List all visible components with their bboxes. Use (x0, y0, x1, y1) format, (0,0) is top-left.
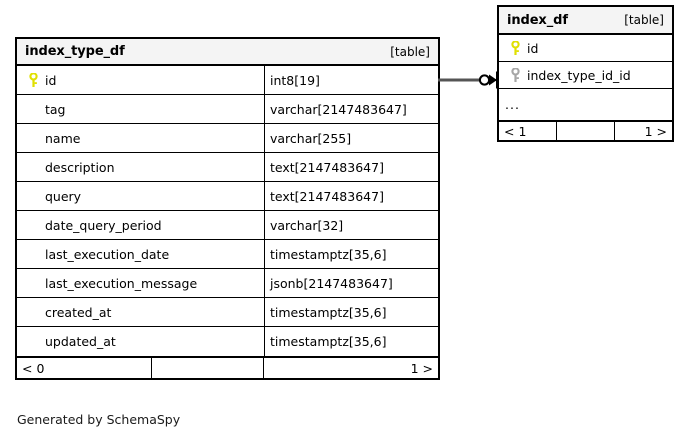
column-name-cell: id (17, 66, 264, 94)
table-row[interactable]: created_at timestamptz[35,6] (17, 298, 438, 328)
column-name: id (45, 72, 57, 88)
column-name-cell: description (17, 153, 264, 181)
column-name: date_query_period (45, 217, 162, 233)
entity-footer: < 0 1 > (17, 356, 438, 378)
footer-spacer (152, 358, 264, 378)
table-row[interactable]: last_execution_date timestamptz[35,6] (17, 240, 438, 270)
column-type-cell: varchar[255] (264, 124, 438, 153)
column-name-cell: name (17, 124, 264, 152)
column-name: name (45, 130, 81, 146)
next-degree-button[interactable]: 1 > (410, 360, 433, 376)
entity-index-type-df[interactable]: index_type_df [table] id int8[19] (15, 37, 440, 380)
column-name: last_execution_date (45, 246, 170, 262)
column-name-cell: id (499, 35, 672, 61)
column-name-cell: last_execution_message (17, 269, 264, 297)
generated-by-label: Generated by SchemaSpy (17, 412, 181, 427)
key-icon (505, 40, 525, 56)
entity-header[interactable]: index_type_df [table] (17, 39, 438, 67)
crowsfoot-connector-icon (438, 71, 498, 89)
column-name: last_execution_message (45, 275, 198, 291)
column-name-cell: query (17, 182, 264, 210)
entity-header[interactable]: index_df [table] (499, 7, 672, 35)
table-row[interactable]: date_query_period varchar[32] (17, 211, 438, 241)
table-row[interactable]: name varchar[255] (17, 124, 438, 154)
prev-degree-button[interactable]: < 0 (17, 358, 152, 378)
column-name: id (527, 40, 539, 56)
entity-title: index_df (507, 12, 568, 28)
table-row[interactable]: updated_at timestamptz[35,6] (17, 327, 438, 357)
column-name-cell: tag (17, 95, 264, 123)
entity-footer: < 1 1 > (499, 120, 672, 140)
column-type-cell: timestamptz[35,6] (264, 240, 438, 269)
column-type-cell: int8[19] (264, 66, 438, 95)
column-name-cell: index_type_id_id (499, 62, 672, 88)
table-row[interactable]: id (499, 35, 672, 62)
column-name: index_type_id_id (527, 67, 631, 83)
more-columns-indicator: ... (505, 97, 520, 112)
column-type-cell: text[2147483647] (264, 153, 438, 182)
table-row[interactable]: query text[2147483647] (17, 182, 438, 212)
column-name: updated_at (45, 334, 116, 350)
column-type-cell: timestamptz[35,6] (264, 298, 438, 327)
column-name: description (45, 159, 115, 175)
key-icon (505, 67, 525, 83)
entity-kind-label: [table] (390, 44, 430, 59)
entity-title: index_type_df (25, 44, 125, 60)
column-type-cell: timestamptz[35,6] (264, 327, 438, 357)
table-row-more[interactable]: ... (499, 89, 672, 116)
column-type-cell: jsonb[2147483647] (264, 269, 438, 298)
table-row[interactable]: index_type_id_id (499, 62, 672, 89)
column-list: id index_type_id_id ... (499, 35, 672, 120)
next-degree-button[interactable]: 1 > (644, 123, 667, 139)
table-row[interactable]: tag varchar[2147483647] (17, 95, 438, 125)
column-name: query (45, 188, 82, 204)
column-type-cell: text[2147483647] (264, 182, 438, 211)
prev-degree-button[interactable]: < 1 (499, 122, 557, 140)
column-list: id int8[19] tag varchar[2147483647] name… (17, 66, 438, 357)
column-type-cell: varchar[32] (264, 211, 438, 240)
entity-index-df[interactable]: index_df [table] id (497, 5, 674, 142)
table-row[interactable]: id int8[19] (17, 66, 438, 96)
column-name-cell: date_query_period (17, 211, 264, 239)
table-row[interactable]: last_execution_message jsonb[2147483647] (17, 269, 438, 299)
column-name: created_at (45, 304, 112, 320)
column-type-cell: varchar[2147483647] (264, 95, 438, 124)
column-name-cell: last_execution_date (17, 240, 264, 268)
key-icon (23, 72, 43, 88)
column-name-cell: created_at (17, 298, 264, 326)
footer-spacer (557, 122, 615, 140)
column-name-cell: updated_at (17, 327, 264, 356)
table-row[interactable]: description text[2147483647] (17, 153, 438, 183)
entity-kind-label: [table] (624, 13, 664, 27)
column-name: tag (45, 101, 66, 117)
